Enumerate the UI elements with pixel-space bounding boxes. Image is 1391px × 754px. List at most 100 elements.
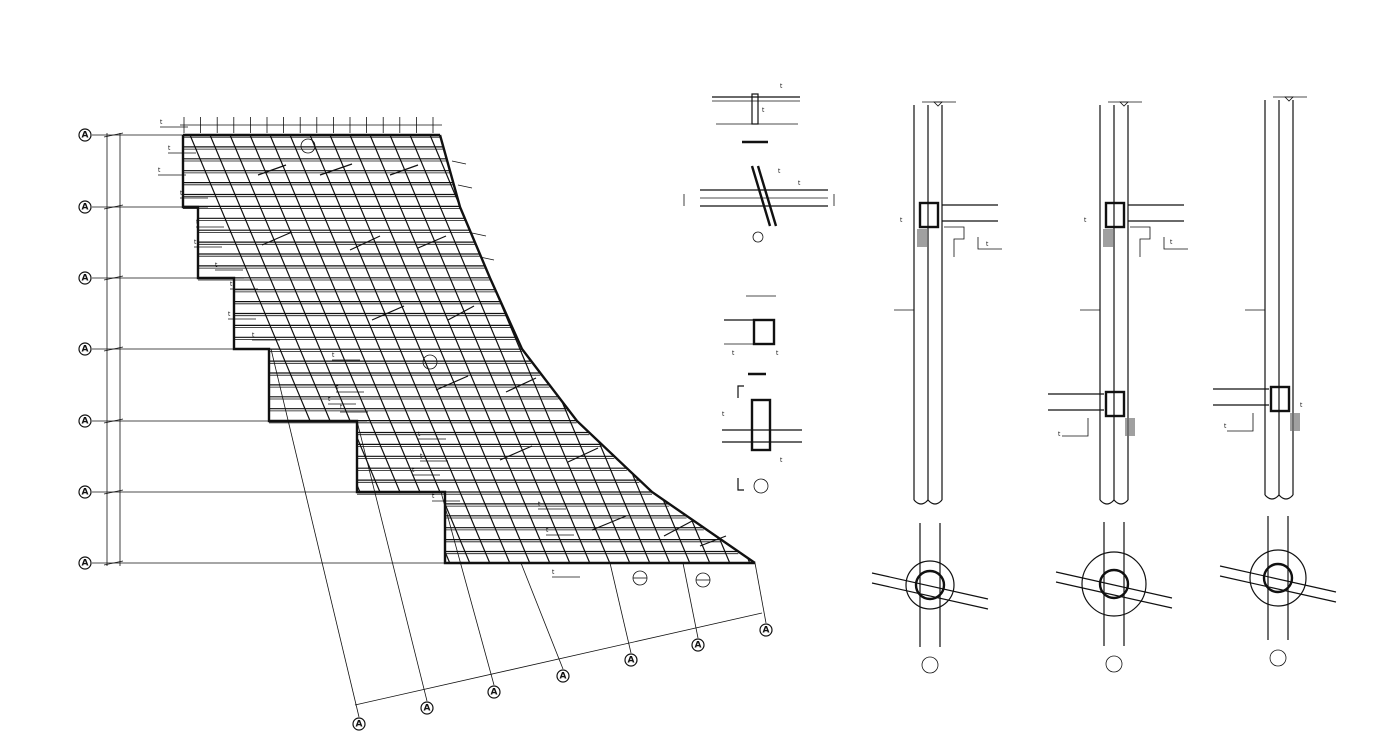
axis-bubble-label: A (628, 656, 635, 666)
brace (371, 305, 405, 321)
detail-tag-label: t (778, 168, 781, 175)
rafter (189, 134, 311, 422)
axis-bubble-circle (78, 200, 92, 214)
rafter (349, 134, 531, 564)
detail-tag-label: t (780, 457, 783, 464)
axis-line (520, 562, 564, 670)
column-plan-circle (1249, 549, 1307, 607)
bottom-axis-bubble: A (624, 653, 638, 667)
axis-bubble-circle (352, 717, 366, 731)
column-plan-beam (871, 572, 989, 600)
rafter (663, 500, 691, 564)
rafter (747, 558, 751, 564)
rafter (209, 134, 331, 422)
left-axis-bubble: A (78, 271, 92, 285)
column-elevation (894, 101, 956, 505)
column-plan-beam (1219, 565, 1337, 593)
rafter (632, 474, 671, 564)
connection-box (1104, 201, 1126, 229)
beam-tag-label: t (168, 145, 171, 152)
rafter (249, 134, 401, 494)
detail-tag-label: t (780, 83, 783, 90)
bottom-axis-bubble: A (420, 701, 434, 715)
detail-tag-label: t (732, 350, 735, 357)
axis-bubble-label: A (82, 417, 89, 427)
level-marker-icon (1284, 96, 1294, 102)
column-elevation (1245, 96, 1307, 500)
axis-bubble-circle (691, 638, 705, 652)
detail-tag-label: t (1224, 423, 1227, 430)
axis-bubble-label: A (82, 345, 89, 355)
rafter (289, 134, 441, 494)
beam-tag-label: t (196, 219, 199, 226)
left-axis-bubble: A (78, 485, 92, 499)
rafter (229, 134, 351, 422)
axis-bubble-label: A (356, 720, 363, 730)
connection-box (918, 201, 940, 229)
detail-callout-circle (1269, 649, 1287, 667)
beam-tag-label: t (336, 384, 339, 391)
left-axis-bubble: A (78, 200, 92, 214)
rafter (329, 134, 511, 564)
rafter (444, 504, 471, 564)
grid-marker-circle (422, 354, 438, 370)
column-plan-beam (1219, 575, 1337, 603)
rafter (429, 134, 461, 208)
detail-tag-label: t (762, 107, 765, 114)
rafter (561, 400, 631, 564)
column-plan-core (1098, 568, 1130, 600)
beam-tag-label: t (418, 431, 421, 438)
axis-bubble-circle (78, 414, 92, 428)
detail-tag-label: t (986, 241, 989, 248)
detail-plate (751, 93, 759, 125)
detail-plate (756, 165, 778, 227)
column-break (1099, 499, 1129, 505)
rafter (389, 134, 571, 564)
brace (319, 163, 353, 176)
column-elevation (1080, 101, 1142, 505)
axis-line (270, 348, 360, 718)
dim-leader (1227, 413, 1254, 432)
rafter (445, 552, 451, 564)
column-plan-beam (1055, 571, 1173, 599)
column-plan-core (1262, 562, 1294, 594)
detail-box-section (752, 318, 776, 346)
column-plan-detail (1055, 522, 1173, 673)
axis-bubble-label: A (82, 274, 89, 284)
axis-bubble-circle (487, 685, 501, 699)
beam-tag-label: t (230, 281, 233, 288)
beam-tag-label: t (420, 453, 423, 460)
tag-leader (471, 232, 487, 237)
dimension-tick (103, 346, 124, 352)
bottom-axis-bubble: A (556, 669, 570, 683)
bottom-axis-bubble: A (759, 623, 773, 637)
left-axis-bubble: A (78, 556, 92, 570)
dimension-tick (103, 204, 124, 210)
tag-leader (479, 256, 495, 261)
dim-leader (1062, 418, 1089, 437)
axis-bubble-circle (78, 271, 92, 285)
beam-tag-label: t (228, 311, 231, 318)
brace (261, 231, 293, 246)
axis-line (682, 562, 699, 639)
axis-bubble-label: A (82, 203, 89, 213)
detail-tag-label: t (900, 217, 903, 224)
dimension-tick (103, 275, 124, 281)
beam-tag-label: t (546, 527, 549, 534)
level-marker-icon (1119, 101, 1129, 107)
detail-section-mark (737, 385, 744, 398)
axis-line (440, 491, 495, 686)
rafter (719, 538, 731, 564)
detail-tag-label: t (798, 180, 801, 187)
axis-bubble-label: A (560, 672, 567, 682)
brace (591, 515, 627, 531)
beam-tag-label: t (412, 467, 415, 474)
brace (499, 445, 533, 461)
axis-bubble-circle (78, 342, 92, 356)
detail-tag-label: t (1058, 431, 1061, 438)
